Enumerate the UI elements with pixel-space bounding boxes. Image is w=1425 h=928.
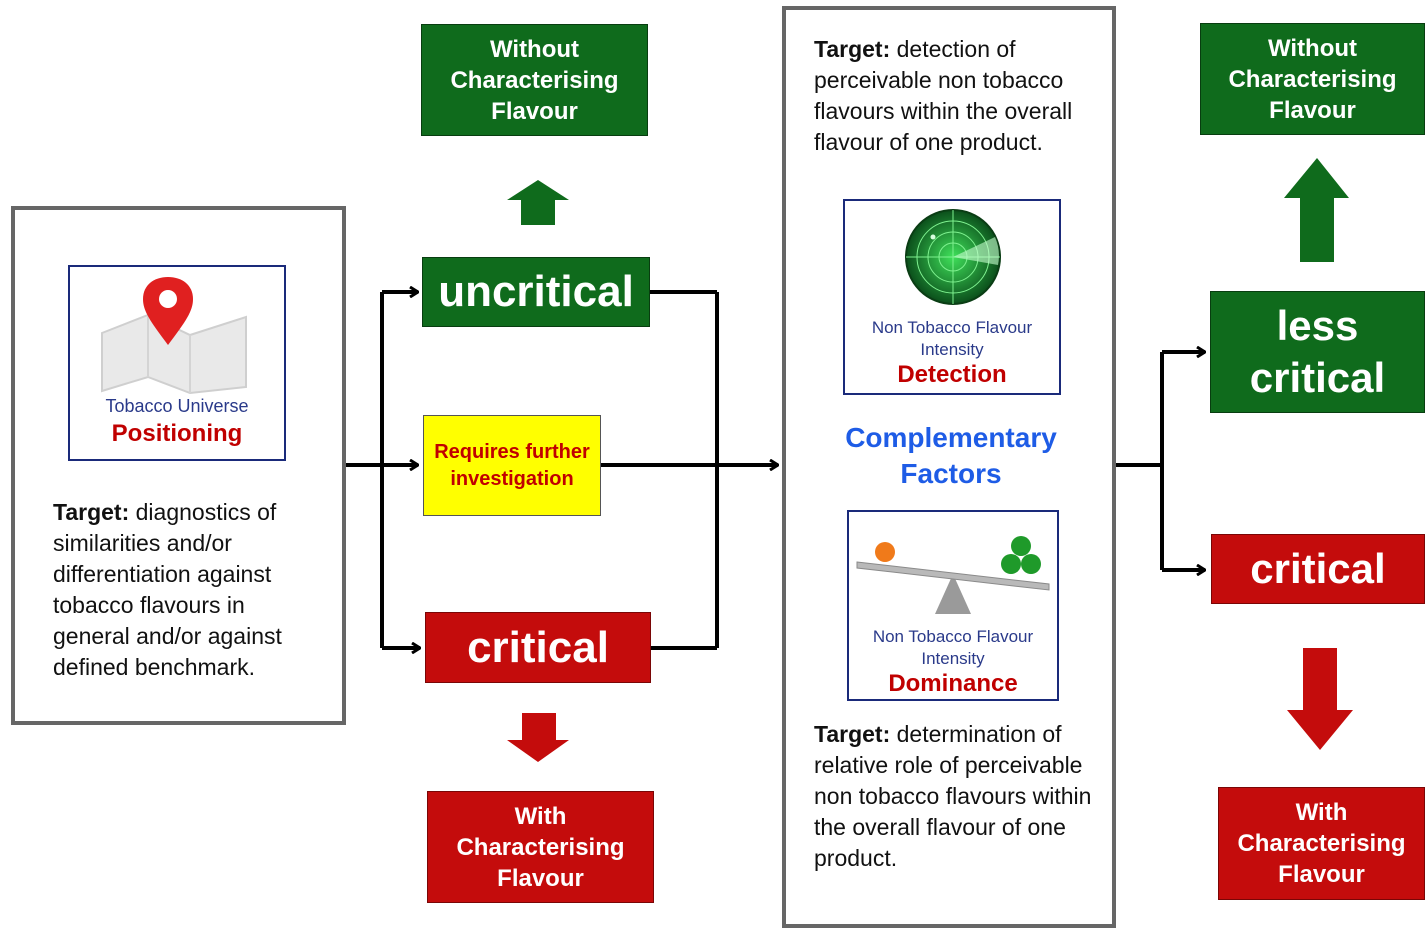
outcome-with-flavour-2: With Characterising Flavour <box>1218 787 1425 900</box>
less-critical-box: less critical <box>1210 291 1425 413</box>
positioning-card: Tobacco Universe Positioning <box>68 265 286 461</box>
requires-investigation-label: Requires further investigation <box>434 440 590 490</box>
dominance-caption: Non Tobacco Flavour Intensity <box>872 627 1034 668</box>
outcome-without-flavour-2: Without Characterising Flavour <box>1200 23 1425 135</box>
map-pin-icon <box>101 277 247 395</box>
target-label: Target: <box>814 36 891 62</box>
dominance-card: Non Tobacco Flavour Intensity Dominance <box>847 510 1059 701</box>
arrow-up-icon <box>507 180 569 225</box>
arrow-up-icon <box>1284 158 1349 262</box>
radar-icon <box>905 209 1001 305</box>
detection-target-text: Target: detection of perceivable non tob… <box>814 34 1104 158</box>
outcome-without-flavour-1: Without Characterising Flavour <box>421 24 648 136</box>
arrow-down-icon <box>507 713 569 762</box>
detection-title: Detection <box>897 361 1007 388</box>
positioning-caption: Tobacco Universe <box>105 396 249 416</box>
target-description: detection of perceivable non tobacco fla… <box>814 36 1073 155</box>
target-label: Target: <box>814 721 891 747</box>
dominance-title: Dominance <box>888 670 1018 697</box>
seesaw-balance-icon <box>856 536 1050 614</box>
arrow-down-icon <box>1287 648 1353 750</box>
positioning-target-text: Target: diagnostics of similarities and/… <box>53 497 323 683</box>
critical-box-1: critical <box>425 612 651 683</box>
positioning-panel: Tobacco Universe Positioning Target: dia… <box>11 206 346 725</box>
outcome-label: Without Characterising Flavour <box>1228 34 1397 124</box>
critical-box-2: critical <box>1211 534 1425 604</box>
positioning-title: Positioning <box>111 420 243 447</box>
target-description: diagnostics of similarities and/or diffe… <box>53 499 282 680</box>
critical-label: critical <box>1250 545 1386 592</box>
uncritical-label: uncritical <box>438 267 634 316</box>
outcome-label: With Characterising Flavour <box>1237 799 1406 888</box>
outcome-with-flavour-1: With Characterising Flavour <box>427 791 654 903</box>
complementary-factors-title: Complementary Factors <box>845 422 1057 489</box>
detection-caption: Non Tobacco Flavour Intensity <box>871 318 1033 359</box>
target-label: Target: <box>53 499 130 525</box>
detection-card: Non Tobacco Flavour Intensity Detection <box>843 199 1061 395</box>
outcome-label: Without Characterising Flavour <box>450 35 619 125</box>
outcome-label: With Characterising Flavour <box>456 802 625 892</box>
uncritical-box: uncritical <box>422 257 650 327</box>
requires-investigation-box: Requires further investigation <box>423 415 601 516</box>
critical-label: critical <box>467 622 609 672</box>
target-description: determination of relative role of percei… <box>814 721 1092 871</box>
dominance-target-text: Target: determination of relative role o… <box>814 719 1106 874</box>
less-critical-label: less critical <box>1249 302 1386 401</box>
complementary-panel: Target: detection of perceivable non tob… <box>782 6 1116 928</box>
